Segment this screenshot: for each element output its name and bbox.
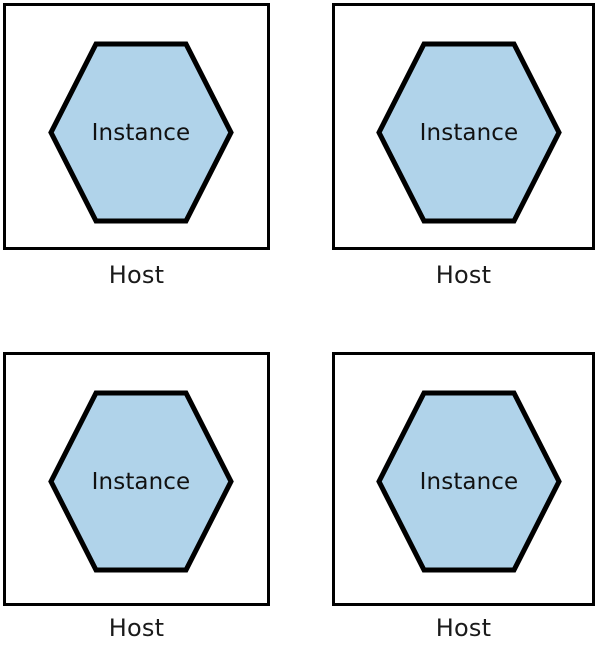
host-cell-bottom-right: Instance Host	[332, 352, 595, 642]
instance-hexagon: Instance	[376, 390, 562, 573]
host-caption: Host	[435, 261, 492, 289]
host-box: Instance	[3, 352, 270, 606]
host-cell-bottom-left: Instance Host	[3, 352, 270, 642]
host-box: Instance	[3, 3, 270, 250]
host-caption: Host	[108, 261, 165, 289]
host-caption: Host	[108, 614, 165, 642]
instance-hexagon: Instance	[48, 390, 234, 573]
host-cell-top-left: Instance Host	[3, 3, 270, 289]
host-cell-top-right: Instance Host	[332, 3, 595, 289]
instance-hexagon: Instance	[48, 41, 234, 224]
host-box: Instance	[332, 352, 595, 606]
host-caption: Host	[435, 614, 492, 642]
host-box: Instance	[332, 3, 595, 250]
instance-hexagon: Instance	[376, 41, 562, 224]
